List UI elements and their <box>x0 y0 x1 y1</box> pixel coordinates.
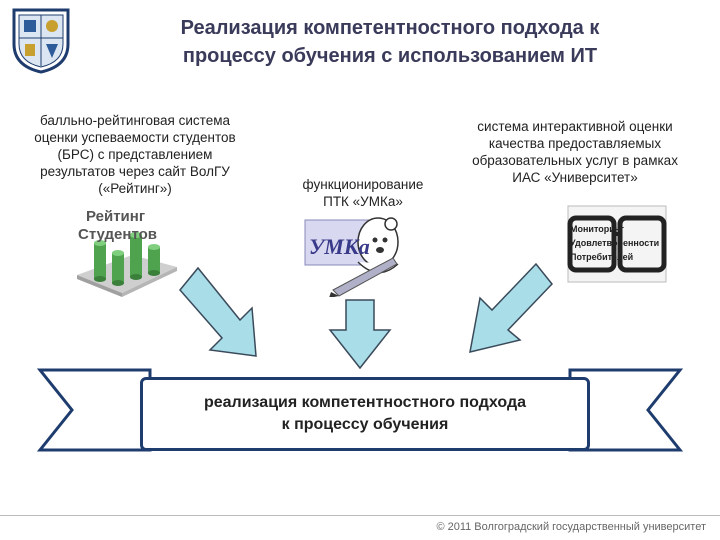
rating-image-line-2: Студентов <box>78 226 157 243</box>
right-line-1: система интерактивной оценки <box>477 119 673 134</box>
title-line-1: Реализация компетентностного подхода к <box>180 17 600 39</box>
banner-right-end <box>568 368 684 452</box>
left-line-4: результатов через сайт ВолГУ <box>40 164 230 179</box>
glasses-monitor-image: Мониторинг Удовлетворенности Потребителе… <box>566 204 668 284</box>
center-line-2: ПТК «УМКа» <box>323 194 403 209</box>
monitor-image-line-3: Потребителей <box>570 252 633 262</box>
main-result-box: реализация компетентностного подхода к п… <box>140 377 590 451</box>
umka-image-text: УМКа <box>309 234 370 259</box>
left-line-1: балльно-рейтинговая система <box>39 113 230 128</box>
center-line-1: функционирование <box>302 177 424 192</box>
monitor-image-line-2: Удовлетворенности <box>570 238 659 248</box>
left-arrow <box>179 266 257 357</box>
monitor-image-line-1: Мониторинг <box>570 224 624 234</box>
page-title: Реализация компетентностного подхода к п… <box>110 14 670 70</box>
right-line-3: образовательных услуг в рамках <box>472 153 678 168</box>
footer-divider <box>0 515 720 516</box>
right-line-4: ИАС «Университет» <box>512 170 638 185</box>
banner-left-end <box>36 368 152 452</box>
main-box-line-1: реализация компетентностного подхода <box>203 394 526 411</box>
title-line-2: процессу обучения с использованием ИТ <box>182 45 598 67</box>
right-arrow <box>469 262 553 353</box>
left-description: балльно-рейтинговая система оценки успев… <box>10 112 260 197</box>
rating-image-line-1: Рейтинг <box>86 208 145 225</box>
center-arrow <box>328 299 392 370</box>
main-box-line-2: к процессу обучения <box>281 416 449 433</box>
rating-chart-image: Рейтинг Студентов <box>72 205 182 300</box>
center-description: функционирование ПТК «УМКа» <box>278 176 448 210</box>
footer-copyright: © 2011 Волгоградский государственный уни… <box>436 521 706 533</box>
right-description: система интерактивной оценки качества пр… <box>440 118 710 186</box>
left-line-3: (БРС) с представлением <box>57 147 213 162</box>
right-line-2: качества предоставляемых <box>488 136 662 151</box>
university-crest-logo <box>10 6 72 74</box>
left-line-5: («Рейтинг») <box>98 181 172 196</box>
left-line-2: оценки успеваемости студентов <box>34 130 236 145</box>
umka-bear-image: УМКа <box>303 212 413 298</box>
